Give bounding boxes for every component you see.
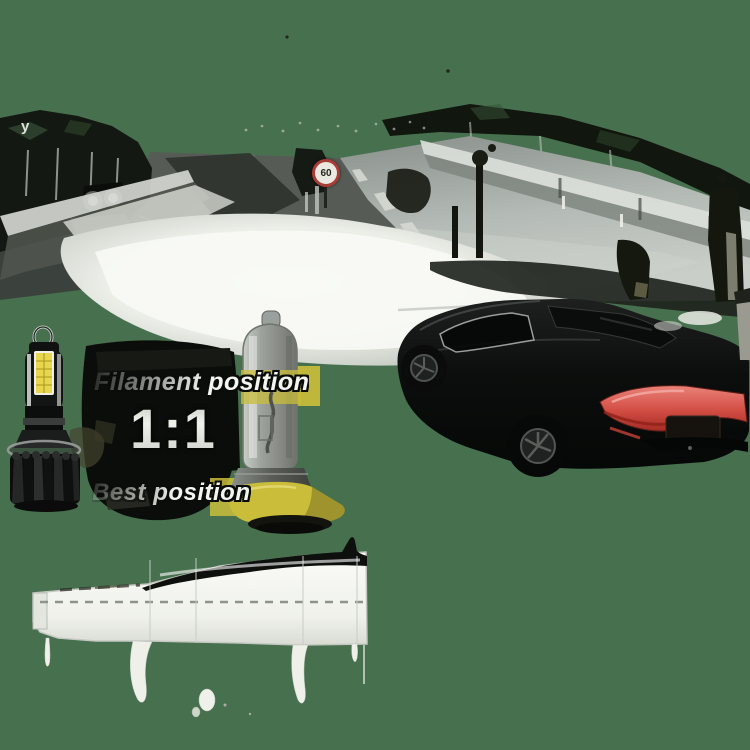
background-remnants xyxy=(244,35,750,318)
right-trees xyxy=(382,104,750,214)
speed-limit-sign: 60 xyxy=(312,159,340,187)
led-bulb xyxy=(6,325,82,512)
text-specks xyxy=(244,120,426,133)
pole-fragment xyxy=(736,294,750,360)
right-guardrail xyxy=(420,140,750,240)
segment-lines xyxy=(149,556,358,644)
front-wheel xyxy=(401,345,447,391)
stray-text: y xyxy=(21,118,30,135)
speed-limit-value: 60 xyxy=(320,167,332,179)
left-guardrail xyxy=(0,170,194,236)
halogen-bulb xyxy=(229,310,345,534)
beam-shape xyxy=(32,551,368,646)
side-window xyxy=(439,312,535,353)
rear-wheel xyxy=(507,415,569,477)
beam-left-cap xyxy=(32,592,48,630)
taillight-bar xyxy=(599,385,748,432)
best-position-label: Best position xyxy=(92,479,251,506)
heat-sink xyxy=(10,451,80,512)
beam-pattern-diagram xyxy=(32,537,368,718)
rear-window xyxy=(547,305,677,349)
car xyxy=(397,288,750,477)
delineator-posts xyxy=(562,196,623,227)
ratio-label: 1:1 xyxy=(130,397,217,460)
filament-position-label: Filament position xyxy=(94,368,310,396)
drips xyxy=(44,637,358,718)
halogen-collar xyxy=(231,468,311,487)
headlight-beam xyxy=(60,213,700,366)
